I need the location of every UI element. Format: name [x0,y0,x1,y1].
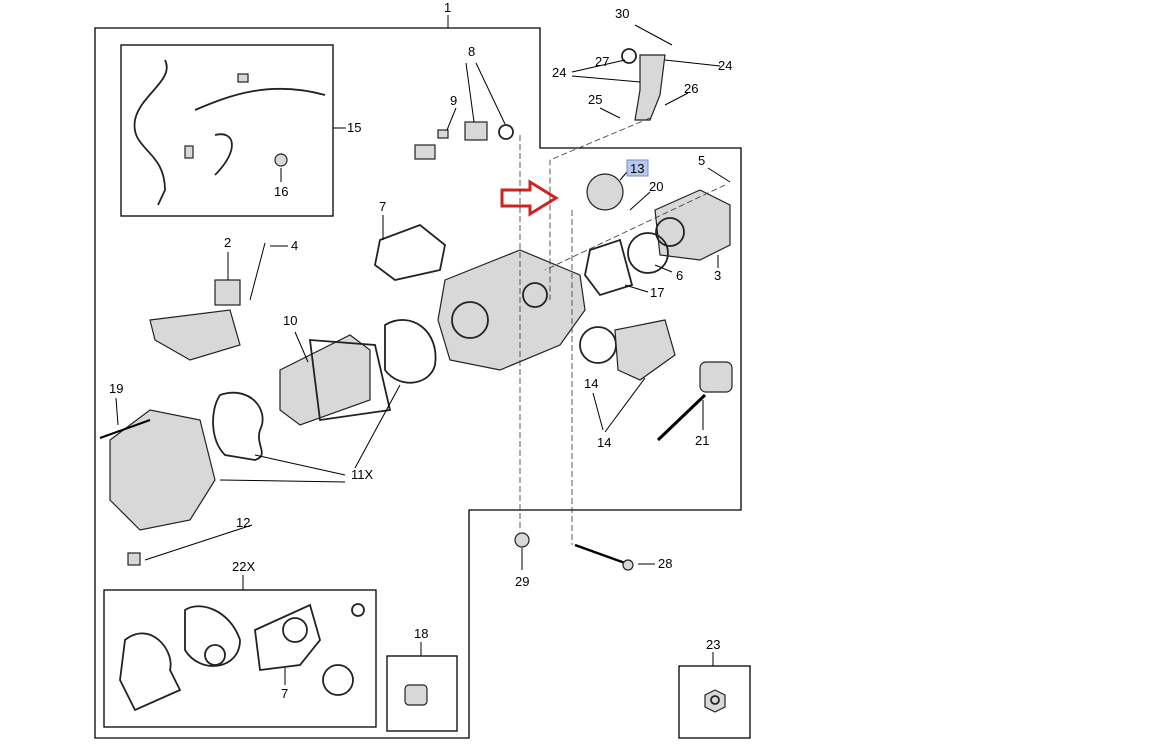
callout-9: 9 [450,93,457,108]
callout-20: 20 [649,179,663,194]
actuator [699,361,733,393]
callout-12: 12 [236,515,250,530]
callout-24: 24 [718,58,732,73]
callout-26: 26 [684,81,698,96]
part-23-box [678,665,751,739]
callout-14: 14 [597,435,611,450]
callout-7: 7 [379,199,386,214]
callout-11x: 11X [351,467,373,482]
callout-6: 6 [676,268,683,283]
egr-valve [654,189,731,261]
assembly-frame [94,27,742,739]
hose [194,87,326,111]
callout-24: 24 [552,65,566,80]
callout-4: 4 [291,238,298,253]
callout-22x: 22X [232,559,255,574]
lower-housing [109,409,216,531]
callout-28: 28 [658,556,672,571]
hose-kit-box [120,44,334,217]
callout-13: 13 [630,161,644,176]
callout-30: 30 [615,6,629,21]
callout-8: 8 [468,44,475,59]
callout-27: 27 [595,54,609,69]
callout-25: 25 [588,92,602,107]
callout-23: 23 [706,637,720,652]
callout-15: 15 [347,120,361,135]
callout-19: 19 [109,381,123,396]
callout-29: 29 [515,574,529,589]
egr-housing [437,249,586,371]
callout-10: 10 [283,313,297,328]
gasket-kit-box [103,589,377,728]
highlight-13 [626,159,649,177]
callout-7: 7 [281,686,288,701]
thermostat-valve [586,173,624,211]
part-18-box [386,655,458,732]
egr-cooler [279,334,371,426]
callout-14: 14 [584,376,598,391]
callout-16: 16 [274,184,288,199]
red-arrow-indicator [500,179,559,217]
hose [214,133,233,176]
callout-3: 3 [714,268,721,283]
coolant-outlet [614,319,676,381]
callout-1: 1 [444,0,451,15]
callout-17: 17 [650,285,664,300]
hose [133,59,168,206]
callout-5: 5 [698,153,705,168]
callout-21: 21 [695,433,709,448]
callout-18: 18 [414,626,428,641]
callout-2: 2 [224,235,231,250]
